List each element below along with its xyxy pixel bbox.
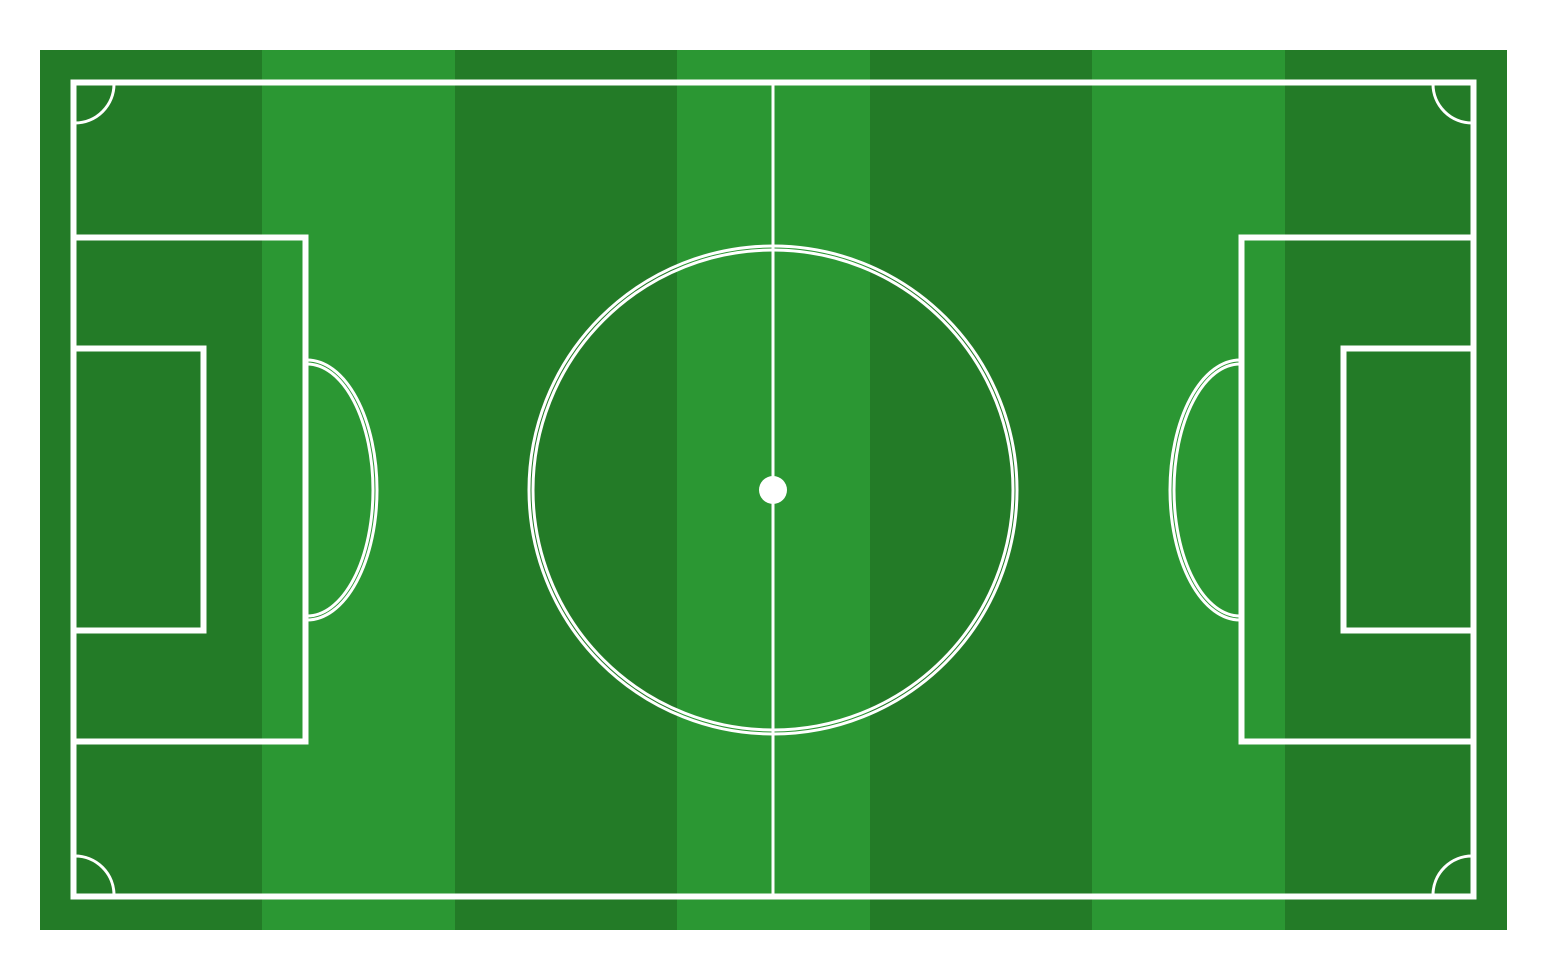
center-circle-inner	[531, 248, 1015, 732]
grass-stripe	[262, 50, 455, 930]
center-circle	[527, 244, 1019, 736]
left-penalty-arc-inner	[306, 362, 375, 618]
left-penalty-arc	[306, 358, 379, 622]
left-goal-area-inner	[73, 348, 204, 631]
grass-stripe	[455, 50, 677, 930]
right-penalty-arc-inner	[1172, 362, 1241, 618]
grass-stripe	[1285, 50, 1507, 930]
grass-stripe	[1092, 50, 1285, 930]
right-penalty-arc	[1168, 358, 1241, 622]
corner-arc-bottom-right	[1431, 854, 1473, 896]
right-goal-area-inner	[1343, 348, 1474, 631]
center-spot	[759, 476, 787, 504]
right-goal-area	[1340, 345, 1477, 634]
grass-stripe	[40, 50, 262, 930]
corner-arc-top-right	[1431, 83, 1473, 125]
corner-arc-bottom-left	[74, 854, 116, 896]
corner-arc-top-left	[74, 83, 116, 125]
left-goal-area	[70, 345, 207, 634]
grass-stripe	[870, 50, 1092, 930]
